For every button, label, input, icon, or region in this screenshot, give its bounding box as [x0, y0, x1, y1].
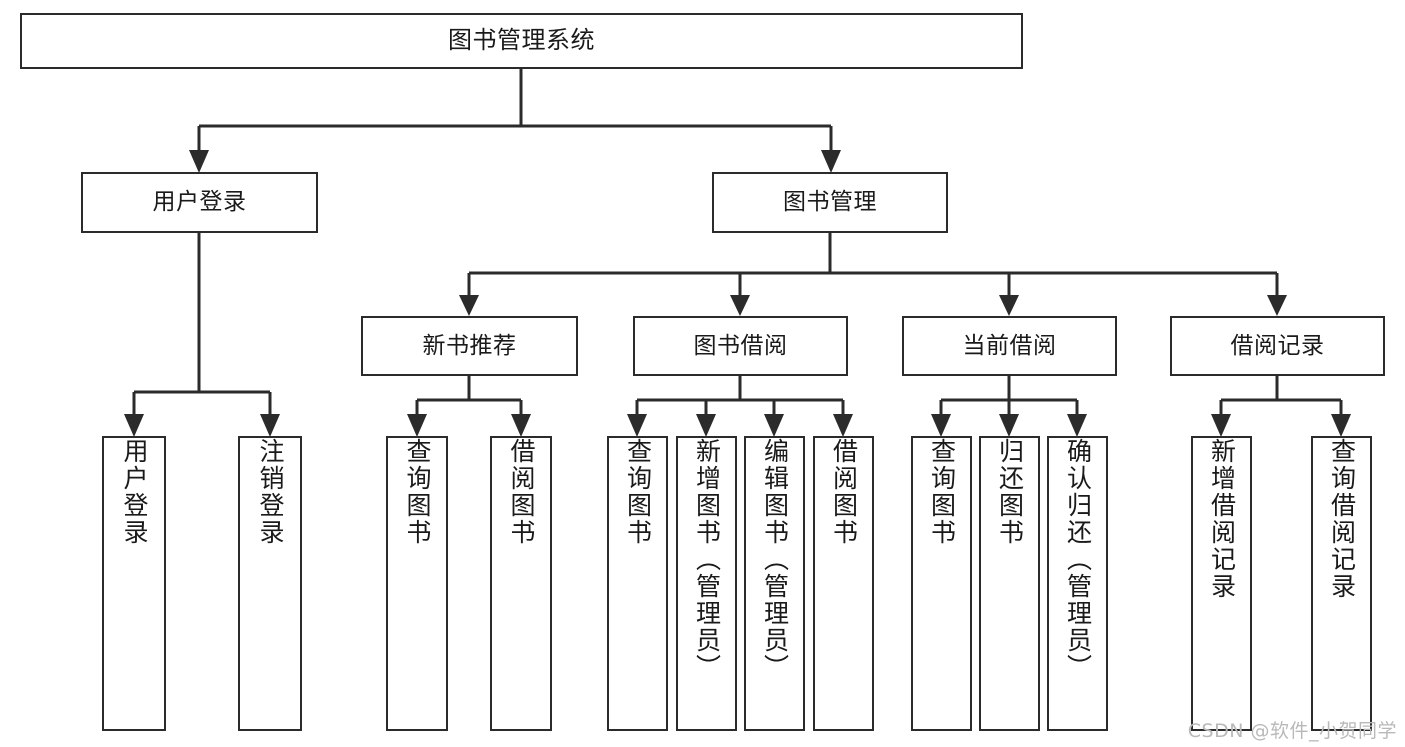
node-book-management[interactable]: 图书管理: [712, 172, 948, 233]
node-leaf-query-book-1[interactable]: 查询图书: [386, 436, 448, 731]
node-leaf-user-logout-label: 注销登录: [256, 438, 285, 546]
arrowhead-current-borrow: [999, 295, 1019, 316]
node-leaf-add-record-label: 新增借阅记录: [1207, 438, 1237, 600]
arrowhead-leaf-query-book-1: [407, 414, 427, 437]
node-leaf-add-book-label: 新增图书（管理员）: [692, 438, 722, 681]
node-new-book-recommend[interactable]: 新书推荐: [361, 316, 578, 376]
node-leaf-user-login-label: 用户登录: [120, 438, 149, 546]
node-book-borrow[interactable]: 图书借阅: [633, 316, 848, 376]
node-root[interactable]: 图书管理系统: [20, 13, 1023, 69]
node-root-label: 图书管理系统: [448, 26, 595, 55]
node-leaf-borrow-book-1[interactable]: 借阅图书: [490, 436, 552, 731]
node-leaf-query-record-label: 查询借阅记录: [1327, 438, 1357, 600]
node-leaf-borrow-book-2[interactable]: 借阅图书: [813, 436, 874, 731]
arrowhead-leaf-query-record: [1331, 414, 1351, 437]
node-leaf-return-book[interactable]: 归还图书: [979, 436, 1040, 731]
arrowhead-leaf-user-logout: [260, 414, 280, 437]
node-leaf-query-book-3-label: 查询图书: [927, 438, 957, 546]
node-borrow-record[interactable]: 借阅记录: [1170, 316, 1385, 376]
arrowhead-leaf-borrow-book-2: [833, 414, 853, 437]
arrowhead-leaf-edit-book: [764, 414, 784, 437]
node-leaf-borrow-book-2-label: 借阅图书: [829, 438, 859, 546]
arrowhead-leaf-confirm-return: [1067, 414, 1087, 437]
node-leaf-add-record[interactable]: 新增借阅记录: [1191, 436, 1252, 731]
arrowhead-leaf-user-login: [124, 414, 144, 437]
node-leaf-confirm-return[interactable]: 确认归还（管理员）: [1047, 436, 1108, 731]
node-leaf-user-logout[interactable]: 注销登录: [238, 436, 302, 731]
node-user-login[interactable]: 用户登录: [81, 172, 318, 233]
node-leaf-query-book-2-label: 查询图书: [623, 438, 653, 546]
csdn-watermark: CSDN @软件_小贺同学: [1187, 720, 1397, 742]
node-current-borrow[interactable]: 当前借阅: [902, 316, 1117, 376]
node-leaf-borrow-book-1-label: 借阅图书: [507, 438, 536, 546]
node-borrow-record-label: 借阅记录: [1230, 332, 1325, 359]
arrowhead-leaf-add-book: [696, 414, 716, 437]
node-leaf-query-book-2[interactable]: 查询图书: [607, 436, 668, 731]
node-leaf-query-book-3[interactable]: 查询图书: [911, 436, 972, 731]
arrowhead-leaf-query-book-3: [931, 414, 951, 437]
arrowhead-book-borrow: [730, 295, 750, 316]
node-user-login-label: 用户登录: [152, 189, 247, 216]
arrowhead-leaf-query-book-2: [627, 414, 647, 437]
node-leaf-edit-book-label: 编辑图书（管理员）: [760, 438, 790, 681]
node-leaf-query-book-1-label: 查询图书: [403, 438, 432, 546]
arrowheads: [124, 150, 1351, 437]
node-leaf-add-book[interactable]: 新增图书（管理员）: [676, 436, 737, 731]
node-leaf-user-login[interactable]: 用户登录: [102, 436, 166, 731]
arrowhead-leaf-add-record: [1211, 414, 1231, 437]
node-book-borrow-label: 图书借阅: [693, 332, 788, 359]
arrowhead-user-login: [189, 150, 209, 173]
node-new-book-recommend-label: 新书推荐: [422, 332, 517, 359]
node-leaf-query-record[interactable]: 查询借阅记录: [1311, 436, 1372, 731]
arrowhead-borrow-record: [1267, 295, 1287, 316]
node-leaf-return-book-label: 归还图书: [995, 438, 1025, 546]
node-current-borrow-label: 当前借阅: [962, 332, 1057, 359]
arrowhead-book-management: [821, 150, 841, 173]
arrowhead-leaf-return-book: [999, 414, 1019, 437]
node-leaf-edit-book[interactable]: 编辑图书（管理员）: [744, 436, 805, 731]
node-leaf-confirm-return-label: 确认归还（管理员）: [1063, 438, 1093, 681]
arrowhead-new-book-recommend: [459, 295, 479, 316]
arrowhead-leaf-borrow-book-1: [511, 414, 531, 437]
node-book-management-label: 图书管理: [783, 189, 877, 216]
